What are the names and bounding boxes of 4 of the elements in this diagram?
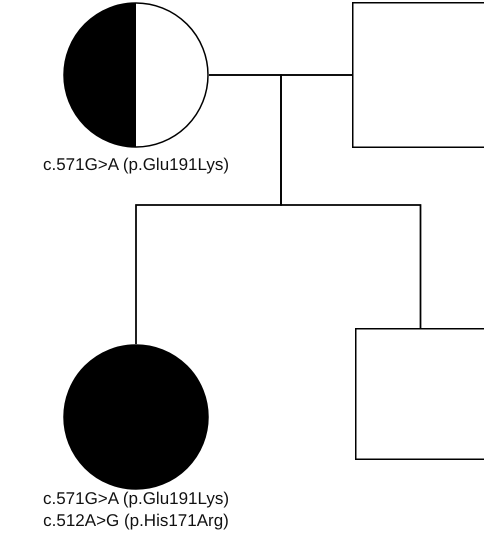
genotype-label: c.571G>A (p.Glu191Lys) [43,488,229,510]
genotype-label: c.571G>A (p.Glu191Lys) [43,154,229,176]
pedigree-line [280,74,422,328]
genotype-label: c.512A>G (p.His171Arg) [43,510,229,532]
